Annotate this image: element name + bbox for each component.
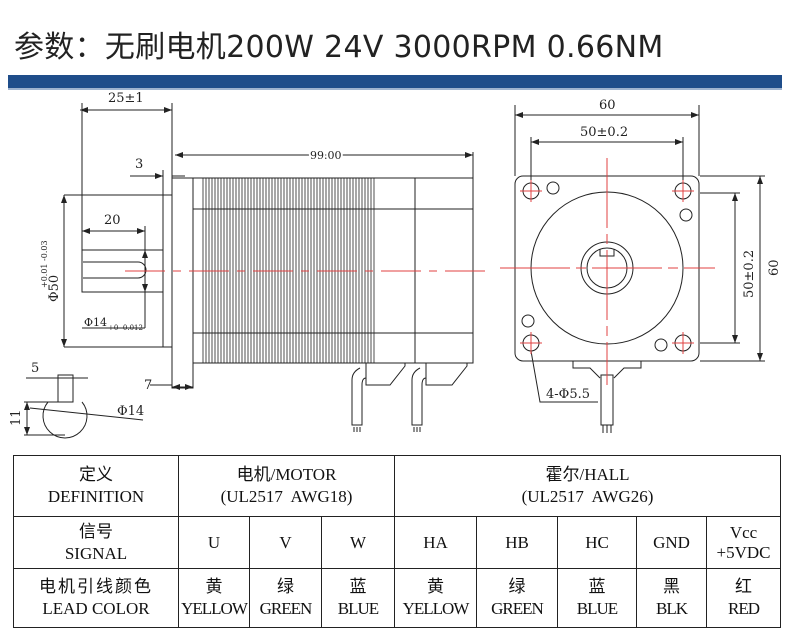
signal-cell: HA bbox=[394, 516, 477, 569]
screw-icon bbox=[679, 208, 693, 222]
side-view bbox=[24, 103, 474, 439]
color-en: GREEN bbox=[259, 599, 313, 618]
color-en: YELLOW bbox=[402, 599, 470, 618]
motor-drawing: 25±1 3 99.00 20 Φ50 +0.01 -0.03 Φ14 +0 -… bbox=[9, 91, 782, 439]
header-divider bbox=[8, 75, 782, 88]
wiring-table: 定义 DEFINITION 电机/MOTOR (UL2517 AWG18) 霍尔/H… bbox=[13, 455, 781, 628]
label-cn: 电机引线颜色 bbox=[39, 577, 153, 596]
dim-holes: 4-Φ5.5 bbox=[546, 387, 590, 402]
hall-spec: (UL2517 AWG26) bbox=[521, 487, 654, 506]
color-cn: 蓝 bbox=[588, 577, 606, 596]
signal-cell: HB bbox=[476, 516, 558, 569]
color-cn: 绿 bbox=[508, 577, 526, 596]
dim-shaft-section: Φ14 bbox=[117, 404, 144, 419]
dim-pilot: Φ50 bbox=[47, 275, 62, 302]
dim-width: 60 bbox=[599, 98, 616, 113]
color-cell: 绿 GREEN bbox=[476, 568, 558, 628]
motor-spec: (UL2517 AWG18) bbox=[220, 487, 353, 506]
motor-label: 电机/MOTOR bbox=[236, 465, 337, 484]
side-view-dimensions: 25±1 3 99.00 20 Φ50 +0.01 -0.03 Φ14 +0 -… bbox=[9, 91, 344, 426]
color-cell: 蓝 BLUE bbox=[557, 568, 637, 628]
dim-flange: 3 bbox=[135, 157, 143, 172]
signal-cell: GND bbox=[636, 516, 707, 569]
hall-label: 霍尔/HALL bbox=[545, 465, 630, 484]
cable-outlet bbox=[572, 361, 642, 379]
shaft-section bbox=[42, 401, 88, 439]
dim-shaft-tol: +0 -0.012 bbox=[108, 324, 143, 332]
color-cn: 黄 bbox=[205, 577, 223, 596]
dim-shaft: Φ14 bbox=[84, 316, 107, 329]
color-cell: 绿 GREEN bbox=[249, 568, 322, 628]
color-cn: 绿 bbox=[277, 577, 294, 596]
dim-shaft-flat: 11 bbox=[9, 409, 24, 426]
signal-cell: Vcc +5VDC bbox=[706, 516, 781, 569]
lead-color-label: 电机引线颜色 LEAD COLOR bbox=[13, 568, 179, 628]
flange bbox=[171, 177, 194, 389]
color-cell: 黑 BLK bbox=[636, 568, 707, 628]
label-cn: 定义 bbox=[79, 465, 113, 484]
header-divider-shadow bbox=[8, 88, 782, 90]
screw-icon bbox=[546, 181, 560, 195]
signal-cell: V bbox=[249, 516, 322, 569]
screw-icon bbox=[521, 314, 535, 328]
color-cell: 黄 YELLOW bbox=[394, 568, 477, 628]
color-cell: 黄 YELLOW bbox=[178, 568, 250, 628]
page-title: 参数：无刷电机200W 24V 3000RPM 0.66NM bbox=[14, 30, 664, 65]
color-en: RED bbox=[728, 599, 760, 618]
color-en: BLUE bbox=[337, 599, 379, 618]
screw-icon bbox=[654, 338, 668, 352]
color-en: YELLOW bbox=[181, 599, 248, 618]
dim-key-width: 5 bbox=[31, 361, 39, 376]
front-view-dimensions: 60 50±0.2 50±0.2 60 4-Φ5.5 bbox=[546, 98, 782, 402]
label-en: LEAD COLOR bbox=[42, 599, 150, 618]
dim-length: 99.00 bbox=[310, 149, 342, 162]
cable-outlet-hall bbox=[425, 363, 468, 386]
color-cn: 黑 bbox=[663, 577, 680, 596]
definition-row: 定义 DEFINITION 电机/MOTOR (UL2517 AWG18) 霍尔/H… bbox=[13, 455, 781, 517]
definition-label: 定义 DEFINITION bbox=[13, 455, 179, 517]
color-en: BLUE bbox=[576, 599, 618, 618]
signal-cell: W bbox=[321, 516, 395, 569]
front-centerlines bbox=[500, 158, 715, 385]
color-cn: 红 bbox=[735, 577, 752, 596]
color-cell: 红 RED bbox=[706, 568, 781, 628]
dim-flange-thickness: 7 bbox=[144, 378, 152, 393]
dim-hole-spacing-h: 50±0.2 bbox=[580, 125, 628, 140]
dim-key-length: 20 bbox=[104, 213, 121, 228]
front-view bbox=[514, 105, 765, 433]
shaft-key-slot bbox=[83, 261, 147, 279]
color-cn: 蓝 bbox=[349, 577, 367, 596]
dim-hole-spacing-v: 50±0.2 bbox=[742, 250, 757, 298]
label-cn: 信号 bbox=[79, 521, 113, 541]
color-cell: 蓝 BLUE bbox=[321, 568, 395, 628]
cable-outlet-motor bbox=[365, 363, 406, 386]
label-en: SIGNAL bbox=[64, 543, 128, 563]
color-cn: 黄 bbox=[427, 577, 444, 596]
hall-group: 霍尔/HALL (UL2517 AWG26) bbox=[394, 455, 781, 517]
signal-cell: HC bbox=[557, 516, 637, 569]
label-en: DEFINITION bbox=[47, 487, 145, 506]
dim-pilot-tol: +0.01 -0.03 bbox=[40, 240, 49, 288]
color-en: BLK bbox=[656, 599, 688, 618]
motor-group: 电机/MOTOR (UL2517 AWG18) bbox=[178, 455, 395, 517]
dim-shaft-total: 25±1 bbox=[108, 91, 144, 106]
signal-cell: U bbox=[178, 516, 250, 569]
dim-height: 60 bbox=[767, 259, 782, 276]
color-en: GREEN bbox=[491, 599, 544, 618]
